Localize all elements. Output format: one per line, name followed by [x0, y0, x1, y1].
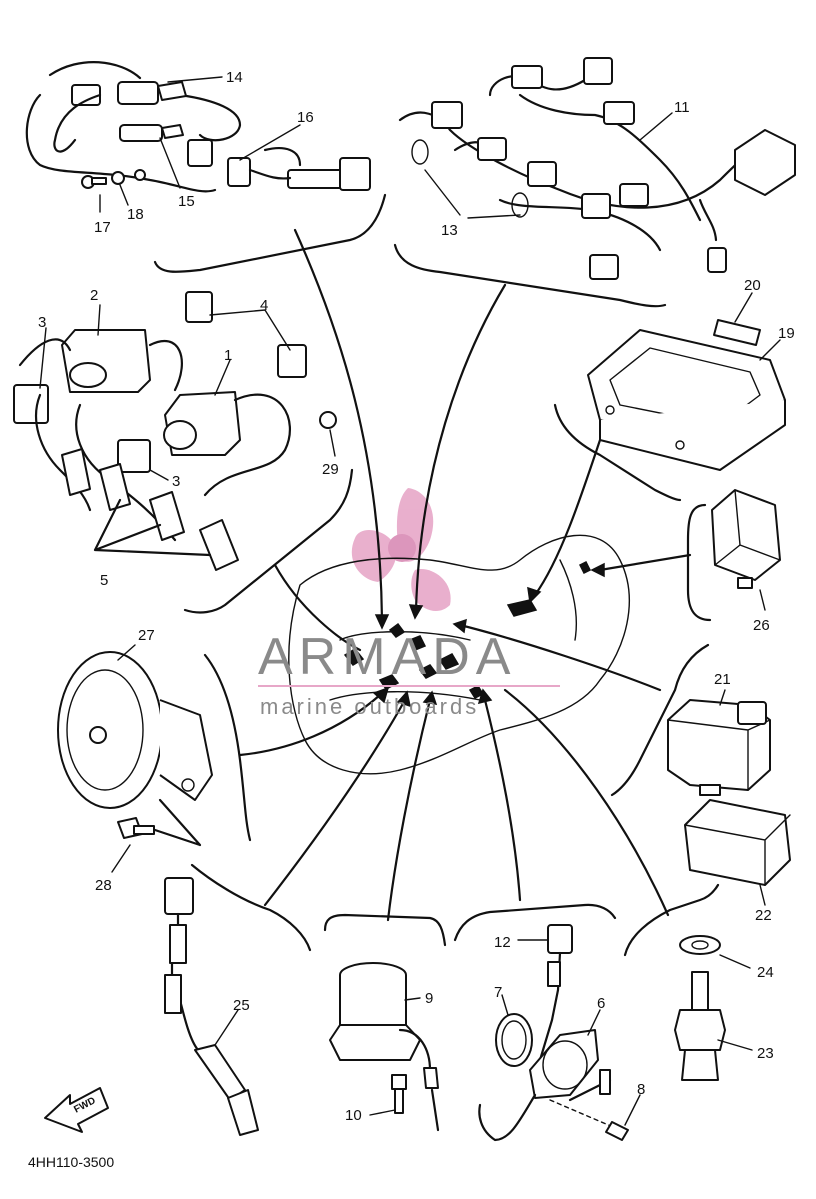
callout-14: 14: [226, 69, 243, 86]
callout-12: 12: [494, 934, 511, 951]
callout-18: 18: [127, 206, 144, 223]
callout-10: 10: [345, 1107, 362, 1124]
horn-unit: [57, 651, 213, 847]
pickup-sensor-group: [478, 924, 629, 1142]
callout-20: 20: [744, 277, 761, 294]
callout-15: 15: [178, 193, 195, 210]
callout-22: 22: [755, 907, 772, 924]
callout-6: 6: [597, 995, 605, 1012]
relay-unit-21: [667, 699, 771, 796]
callout-23: 23: [757, 1045, 774, 1062]
callout-16: 16: [297, 109, 314, 126]
callout-17: 17: [94, 219, 111, 236]
ecu-unit: [587, 319, 786, 471]
relay-unit-22: [684, 799, 791, 886]
solenoid-group: [329, 962, 440, 1132]
relay-unit-26: [711, 489, 781, 589]
callout-19: 19: [778, 325, 795, 342]
callout-2: 2: [90, 287, 98, 304]
callout-11: 11: [674, 99, 690, 116]
callout-26: 26: [753, 617, 770, 634]
callout-24: 24: [757, 964, 774, 981]
temp-sensor-group: [674, 935, 726, 1081]
callout-3-b: 3: [172, 473, 180, 490]
callout-25: 25: [233, 997, 250, 1014]
callout-21: 21: [714, 671, 731, 688]
o2-sensor-group: [164, 877, 259, 1136]
callout-3-a: 3: [38, 314, 46, 331]
callout-9: 9: [425, 990, 433, 1007]
callout-13: 13: [441, 222, 458, 239]
callout-8: 8: [637, 1081, 645, 1098]
callout-5: 5: [100, 572, 108, 589]
wire-harness-group: [398, 57, 796, 280]
leader-lines: [238, 228, 692, 922]
callout-27: 27: [138, 627, 155, 644]
callout-labels: 14 15 16 17 18 11 13 20 19 2 3 4 1 3 29 …: [38, 69, 795, 1124]
watermark-tagline: marine outboards: [260, 694, 479, 719]
watermark-brand: ARMADA: [258, 628, 516, 686]
forward-arrow-icon: FWD: [44, 1087, 109, 1133]
label-leaders: [39, 76, 781, 1126]
callout-7: 7: [494, 984, 502, 1001]
diagram-code: 4HH110-3500: [28, 1154, 114, 1170]
callout-4: 4: [260, 297, 268, 314]
ignition-coil-group: [13, 291, 337, 571]
switch-harness-group: [25, 60, 371, 193]
callout-1: 1: [224, 347, 232, 364]
callout-28: 28: [95, 877, 112, 894]
group-brackets: [153, 193, 720, 957]
engine-outline: [288, 534, 630, 775]
watermark-logo: [351, 488, 451, 612]
callout-29: 29: [322, 461, 339, 478]
